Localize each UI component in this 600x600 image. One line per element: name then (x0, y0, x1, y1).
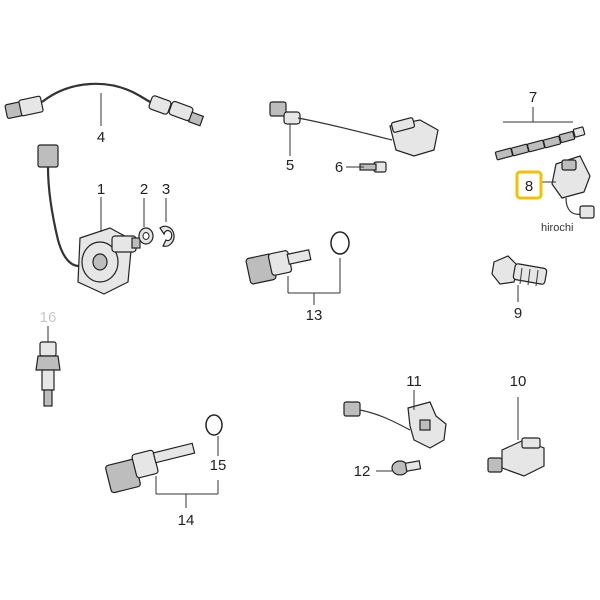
callout-16: 16 (40, 309, 57, 326)
callout-6: 6 (335, 159, 343, 176)
part-10-pressure-switch (487, 437, 545, 477)
part-7-shim-set (494, 126, 586, 161)
highlight-box (515, 170, 543, 200)
callout-11: 11 (406, 373, 422, 390)
callout-9: 9 (514, 305, 522, 322)
callout-10: 10 (510, 373, 527, 390)
callout-7: 7 (529, 89, 537, 106)
part-13-sensor (245, 231, 350, 285)
callout-3: 3 (162, 181, 170, 198)
callout-1: 1 (97, 181, 105, 198)
callout-5: 5 (286, 157, 294, 174)
part-11-bracket-switch (343, 401, 447, 449)
part-16-sensor (35, 326, 61, 407)
callout-4: 4 (97, 129, 105, 146)
callout-13: 13 (306, 307, 323, 324)
watermark-text: hirochi (541, 222, 573, 234)
part-9-bolt (491, 255, 548, 287)
part-4-sensor-cable (4, 82, 205, 127)
callout-12: 12 (354, 463, 371, 480)
part-1-actuator (37, 144, 141, 295)
callout-8: 8 (525, 178, 533, 195)
part-15-o-ring (205, 414, 223, 436)
part-2-washer (138, 227, 154, 245)
callout-2: 2 (140, 181, 148, 198)
part-8-switch (551, 155, 595, 219)
callout-14: 14 (178, 512, 195, 529)
part-5-cable-switch (269, 101, 439, 157)
callout-15: 15 (210, 457, 227, 474)
part-12-screw (391, 460, 422, 476)
part-14-sensor (105, 442, 196, 494)
part-3-clip (159, 225, 175, 247)
